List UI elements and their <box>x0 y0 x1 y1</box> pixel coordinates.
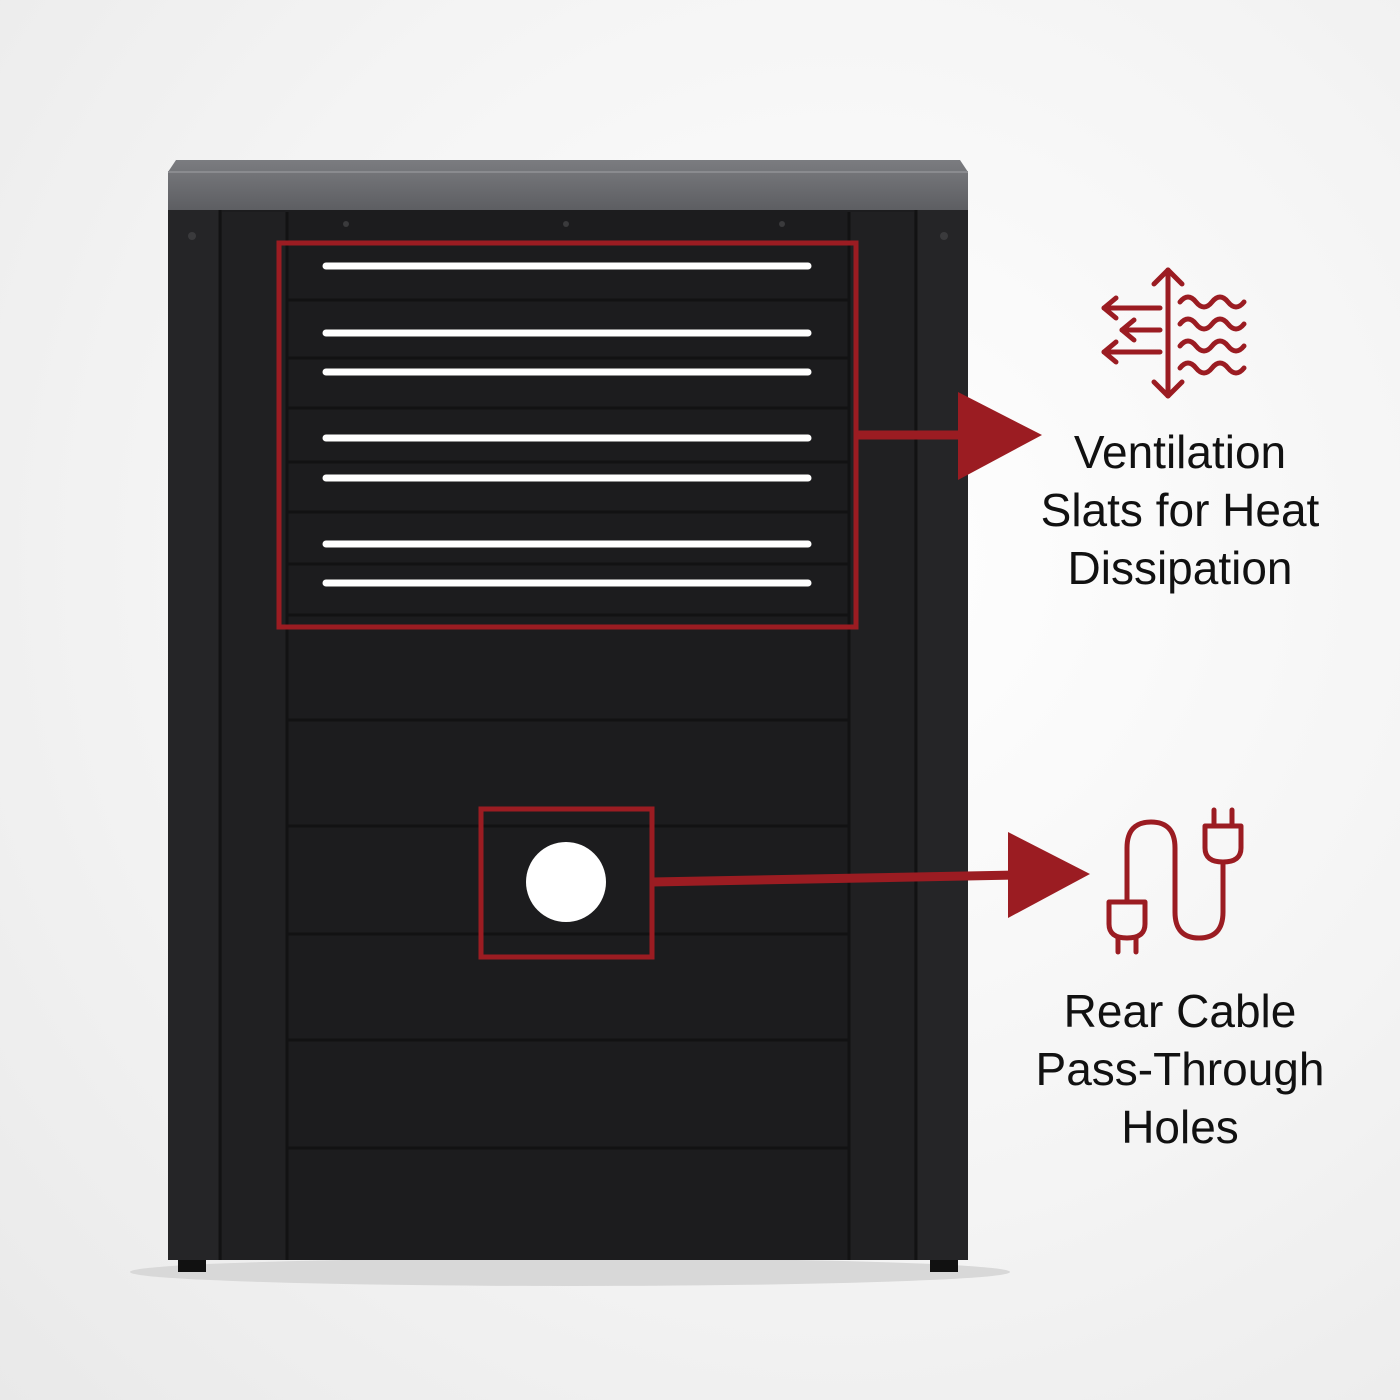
cable-caption: Rear Cable Pass-Through Holes <box>990 982 1370 1156</box>
ventilation-caption-line: Slats for Heat <box>1040 484 1320 536</box>
ventilation-caption-line: Ventilation <box>1073 426 1287 478</box>
cable-hole <box>526 842 606 922</box>
ventilation-caption-line: Dissipation <box>1067 542 1293 594</box>
cabinet-countertop <box>168 160 968 210</box>
cabinet-side-post-left <box>168 210 220 1260</box>
cable-callout <box>478 806 1090 960</box>
ventilation-callout <box>276 240 1042 630</box>
airflow-heat-icon <box>1101 267 1247 399</box>
cable-caption-line: Rear Cable <box>1063 985 1297 1037</box>
cabinet-side-post-right <box>916 210 968 1260</box>
cable-highlight-box <box>478 806 655 960</box>
ventilation-caption: Ventilation Slats for Heat Dissipation <box>990 423 1370 597</box>
ventilation-slats <box>322 262 812 587</box>
cabinet <box>168 160 968 1272</box>
cable-caption-line: Pass-Through <box>1035 1043 1325 1095</box>
cabinet-body <box>168 210 968 1260</box>
cabinet-frame-right <box>850 212 914 1260</box>
cable-caption-line: Holes <box>1121 1101 1239 1153</box>
cable-arrow-shaft <box>651 870 1019 887</box>
cabinet-frame-left <box>222 212 286 1260</box>
floor-shadow <box>130 1258 1010 1286</box>
screws <box>188 221 948 240</box>
power-plug-cable-icon <box>1106 807 1244 955</box>
plank-seams <box>288 298 849 1150</box>
ventilation-arrow-head <box>958 392 1042 480</box>
cable-arrow-head <box>1008 832 1090 918</box>
